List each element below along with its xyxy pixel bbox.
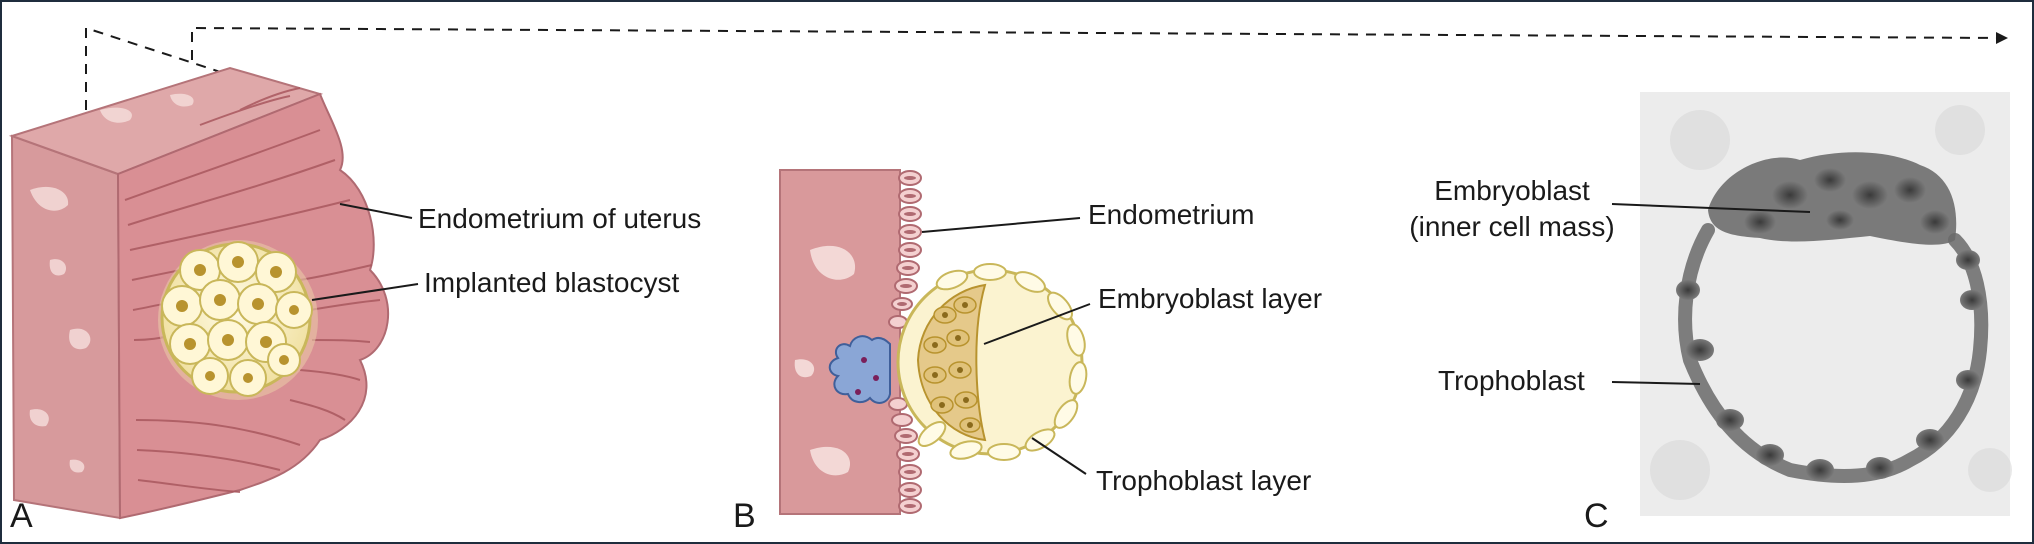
maternal-blood-icon [828,335,891,404]
uterus-block-left-face [10,134,122,520]
label-trophoblast: Trophoblast [1438,365,1585,396]
label-endometrium: Endometrium [1088,199,1255,230]
panel-a: Endometrium of uterus Implanted blastocy… [8,66,701,535]
leader-implanted-blastocyst [311,283,419,301]
arrowhead-icon [1996,32,2008,44]
leader-trophoblast [1611,381,1701,385]
panel-c: Embryoblast (inner cell mass) Trophoblas… [1409,92,2012,535]
label-trophoblast-layer: Trophoblast layer [1096,465,1311,496]
epithelial-cells [888,170,922,514]
leader-endometrium-of-uterus [339,203,413,219]
blastocyst-b-icon [896,263,1088,461]
label-implanted-blastocyst: Implanted blastocyst [424,267,679,298]
label-embryoblast: Embryoblast [1434,175,1590,206]
leader-endometrium [921,217,1081,233]
panel-letter-a: A [10,497,33,535]
panel-letter-b: B [733,497,756,535]
label-inner-cell-mass: (inner cell mass) [1409,211,1614,242]
panel-letter-c: C [1584,497,1609,535]
leader-trophoblast-layer [1031,437,1087,475]
panel-b: Endometrium Embryoblast layer Trophoblas… [733,169,1322,535]
leader-embryoblast-layer [983,303,1091,345]
label-embryoblast-layer: Embryoblast layer [1098,283,1322,314]
leader-embryoblast [1611,203,1811,213]
label-endometrium-of-uterus: Endometrium of uterus [418,203,701,234]
blastocyst-icon [158,240,318,400]
